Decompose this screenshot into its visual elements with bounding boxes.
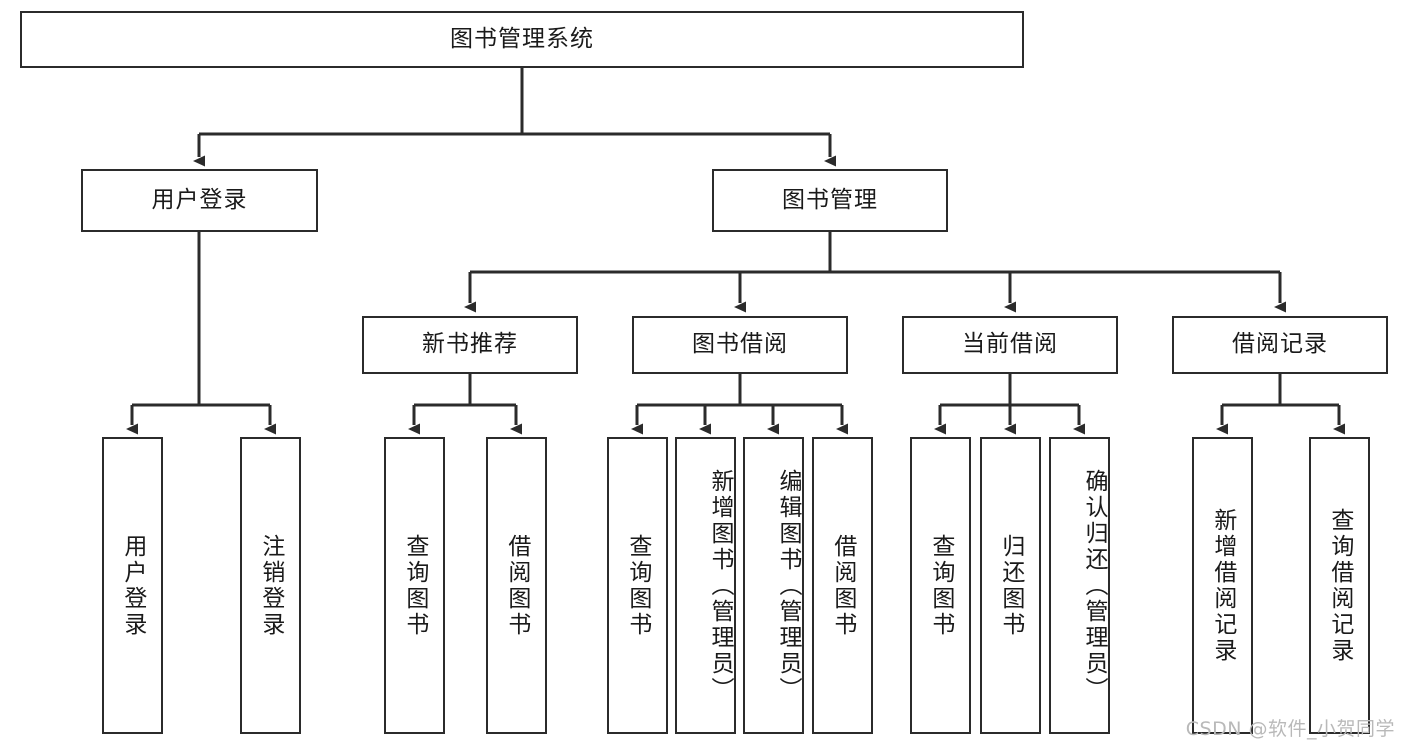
leaf-query-borrow-record-label: 查询借阅记录	[1326, 507, 1353, 664]
node-root-system[interactable]: 图书管理系统	[20, 11, 1024, 68]
node-book-management[interactable]: 图书管理	[712, 169, 948, 232]
node-current-borrow-label: 当前借阅	[962, 331, 1058, 358]
leaf-edit-book[interactable]: 编辑图书（管理员）	[743, 437, 804, 734]
leaf-user-login-label: 用户登录	[119, 533, 146, 638]
leaf-return-book[interactable]: 归还图书	[980, 437, 1041, 734]
csdn-watermark: CSDN @软件_小贺同学	[1185, 718, 1395, 740]
leaf-add-borrow-record[interactable]: 新增借阅记录	[1192, 437, 1253, 734]
leaf-borrow-book-recommend[interactable]: 借阅图书	[486, 437, 547, 734]
leaf-user-login[interactable]: 用户登录	[102, 437, 163, 734]
node-user-login-label: 用户登录	[151, 186, 248, 213]
leaf-return-book-label: 归还图书	[997, 533, 1024, 638]
node-new-book-recommend[interactable]: 新书推荐	[362, 316, 578, 374]
node-book-borrow[interactable]: 图书借阅	[632, 316, 848, 374]
leaf-borrow-book[interactable]: 借阅图书	[812, 437, 873, 734]
node-user-login[interactable]: 用户登录	[81, 169, 318, 232]
leaf-logout[interactable]: 注销登录	[240, 437, 301, 734]
leaf-query-book-borrow[interactable]: 查询图书	[607, 437, 668, 734]
leaf-add-book-label: 新增图书（管理员）	[707, 468, 733, 703]
leaf-borrow-book-recommend-label: 借阅图书	[503, 533, 530, 638]
leaf-query-book-current-label: 查询图书	[927, 533, 954, 638]
node-new-book-recommend-label: 新书推荐	[422, 331, 518, 358]
node-current-borrow[interactable]: 当前借阅	[902, 316, 1118, 374]
leaf-borrow-book-label: 借阅图书	[829, 533, 856, 638]
leaf-query-book-current[interactable]: 查询图书	[910, 437, 971, 734]
leaf-query-book-recommend[interactable]: 查询图书	[384, 437, 445, 734]
leaf-confirm-return[interactable]: 确认归还（管理员）	[1049, 437, 1110, 734]
leaf-add-borrow-record-label: 新增借阅记录	[1209, 507, 1236, 664]
leaf-edit-book-label: 编辑图书（管理员）	[775, 468, 801, 703]
node-book-borrow-label: 图书借阅	[692, 331, 788, 358]
leaf-add-book[interactable]: 新增图书（管理员）	[675, 437, 736, 734]
leaf-query-borrow-record[interactable]: 查询借阅记录	[1309, 437, 1370, 734]
leaf-query-book-borrow-label: 查询图书	[624, 533, 651, 638]
node-root-system-label: 图书管理系统	[450, 25, 594, 52]
leaf-query-book-recommend-label: 查询图书	[401, 533, 428, 638]
leaf-confirm-return-label: 确认归还（管理员）	[1081, 468, 1107, 703]
node-borrow-record-label: 借阅记录	[1232, 331, 1328, 358]
node-book-management-label: 图书管理	[782, 186, 878, 213]
node-borrow-record[interactable]: 借阅记录	[1172, 316, 1388, 374]
leaf-logout-label: 注销登录	[257, 533, 284, 638]
